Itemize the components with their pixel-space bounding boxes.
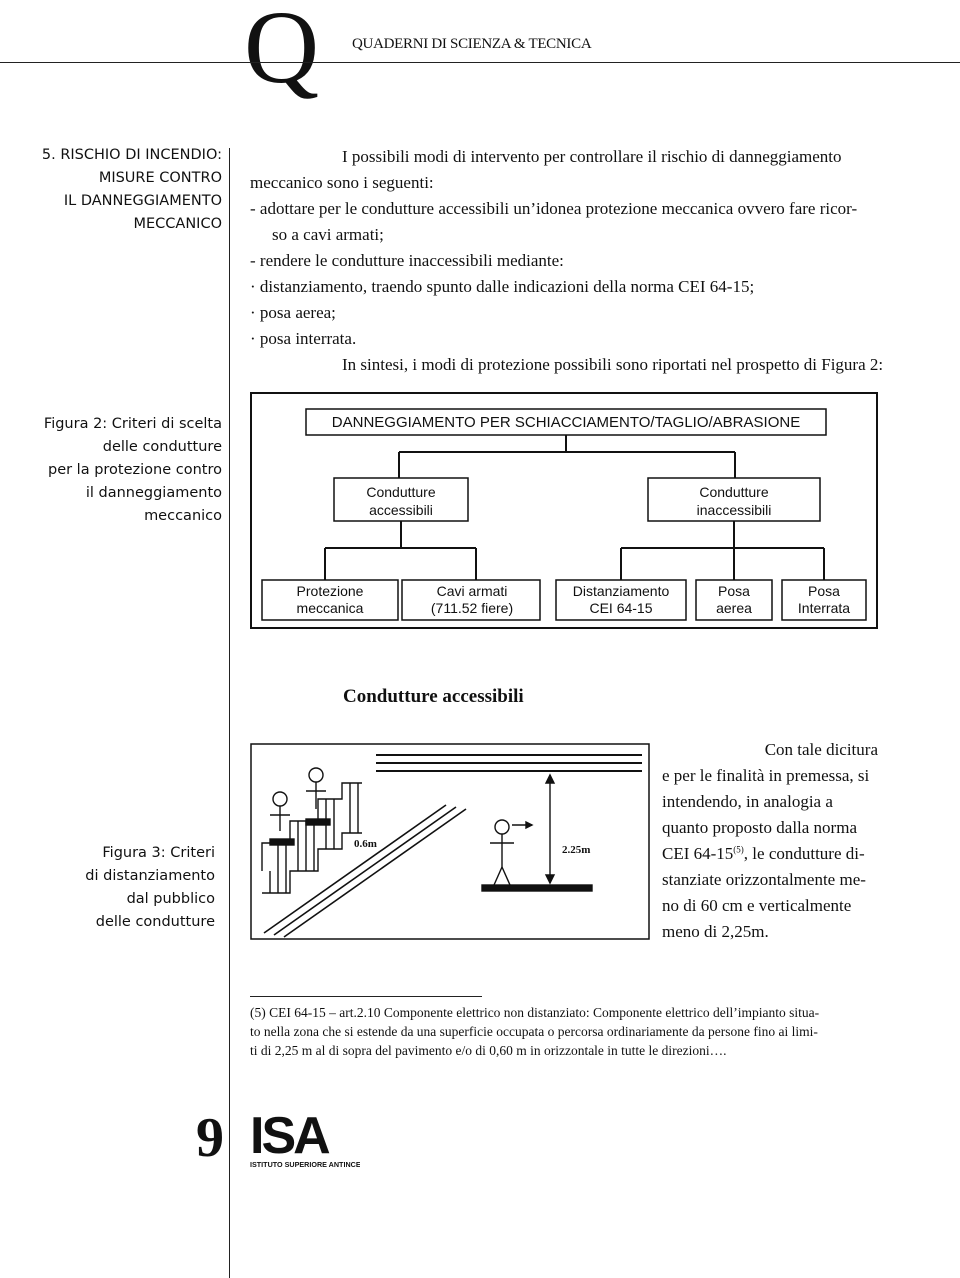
body-line: · posa interrata. (250, 329, 357, 348)
footnote-rule (250, 996, 482, 997)
caption-line: Figura 2: Criteri di scelta (43, 416, 222, 432)
figure2-caption: Figura 2: Criteri di scelta delle condut… (22, 413, 222, 528)
body-line: - rendere le condutture inaccessibili me… (250, 251, 564, 270)
caption-line: delle condutture (102, 439, 222, 455)
body-line: In sintesi, i modi di protezione possibi… (342, 355, 884, 374)
isa-logo: ISA ISTITUTO SUPERIORE ANTINCENDI (250, 1107, 360, 1169)
body-line: no di 60 cm e verticalmente (662, 896, 852, 915)
caption-line: meccanico (144, 508, 222, 524)
leaf-armored-line2: (711.52 fiere) (431, 600, 513, 616)
margin-divider (229, 148, 230, 1278)
body-line: I possibili modi di intervento per contr… (342, 147, 842, 166)
footnote-ref: (5) (733, 844, 744, 855)
intro-paragraph: I possibili modi di intervento per contr… (250, 144, 884, 378)
body-line: e per le finalità in premessa, si (662, 766, 870, 785)
node-inaccessible-line1: Condutture (699, 484, 768, 500)
isa-logo-subtitle: ISTITUTO SUPERIORE ANTINCENDI (250, 1160, 360, 1169)
body-line: meccanico sono i seguenti: (250, 173, 434, 192)
section-title-line: IL DANNEGGIAMENTO (63, 193, 222, 209)
body-line: intendendo, in analogia a (662, 792, 833, 811)
figure3-label-horizontal: 0.6m (354, 838, 377, 850)
leaf-distance-line1: Distanziamento (573, 583, 670, 599)
leaf-aerial-line2: aerea (716, 600, 752, 616)
body-line: · posa aerea; (250, 303, 336, 322)
section-title-line: MECCANICO (133, 216, 222, 232)
body-line: meno di 2,25m. (662, 922, 769, 941)
leaf-armored-line1: Cavi armati (437, 583, 508, 599)
footnote-line: ti di 2,25 m al di sopra del pavimento e… (250, 1043, 727, 1058)
caption-line: Figura 3: Criteri (102, 845, 215, 861)
section-heading: Condutture accessibili (343, 686, 524, 707)
node-accessible-line2: accessibili (369, 502, 433, 518)
leaf-protection-line1: Protezione (297, 583, 364, 599)
leaf-protection-line2: meccanica (297, 600, 364, 616)
q-logo-letter: Q (244, 0, 319, 105)
caption-line: per la protezione contro (47, 462, 222, 478)
footnote: (5) CEI 64-15 – art.2.10 Componente elet… (250, 1003, 880, 1060)
body-line: · distanziamento, traendo spunto dalle i… (250, 277, 755, 296)
node-inaccessible-line2: inaccessibili (697, 502, 772, 518)
body-text: CEI 64-15 (662, 844, 734, 863)
isa-logo-letters: ISA (250, 1107, 330, 1165)
diagram-root-label: DANNEGGIAMENTO PER SCHIACCIAMENTO/TAGLIO… (332, 414, 800, 431)
leaf-underground-line2: Interrata (798, 600, 850, 616)
body-line-with-footnote: CEI 64-15(5), le condutture di- (662, 841, 878, 867)
leaf-aerial-line1: Posa (718, 583, 750, 599)
footnote-line: to nella zona che si estende da una supe… (250, 1024, 818, 1039)
body-line: Con tale dicitura (764, 740, 878, 759)
leaf-distance-line2: CEI 64-15 (589, 600, 652, 616)
caption-line: il danneggiamento (85, 485, 222, 501)
node-accessible-line1: Condutture (366, 484, 435, 500)
section-title-line: MISURE CONTRO (98, 170, 222, 186)
section-title: 5. RISCHIO DI INCENDIO: MISURE CONTRO IL… (22, 144, 222, 236)
right-paragraph: Con tale dicitura e per le finalità in p… (662, 737, 878, 945)
figure3-label-vertical: 2.25m (562, 844, 590, 856)
footnote-line: (5) CEI 64-15 – art.2.10 Componente elet… (250, 1005, 820, 1020)
figure3-drawing: 0.6m 2.25m (250, 743, 650, 940)
body-text: , le condutture di- (743, 844, 865, 863)
body-line: so a cavi armati; (272, 225, 384, 244)
body-line: quanto proposto dalla norma (662, 818, 857, 837)
journal-title: QUADERNI DI SCIENZA & TECNICA (352, 36, 592, 52)
caption-line: dal pubblico (126, 891, 215, 907)
body-line: stanziate orizzontalmente me- (662, 870, 866, 889)
header-rule (0, 62, 960, 63)
page-number: 9 (196, 1107, 224, 1169)
section-title-line: 5. RISCHIO DI INCENDIO: (41, 147, 222, 163)
figure3-caption: Figura 3: Criteri di distanziamento dal … (15, 842, 215, 934)
body-line: - adottare per le condutture accessibili… (250, 199, 858, 218)
figure2-diagram: DANNEGGIAMENTO PER SCHIACCIAMENTO/TAGLIO… (250, 392, 878, 629)
journal-q-logo: Q (244, 0, 319, 105)
caption-line: delle condutture (95, 914, 215, 930)
caption-line: di distanziamento (85, 868, 215, 884)
leaf-underground-line1: Posa (808, 583, 840, 599)
